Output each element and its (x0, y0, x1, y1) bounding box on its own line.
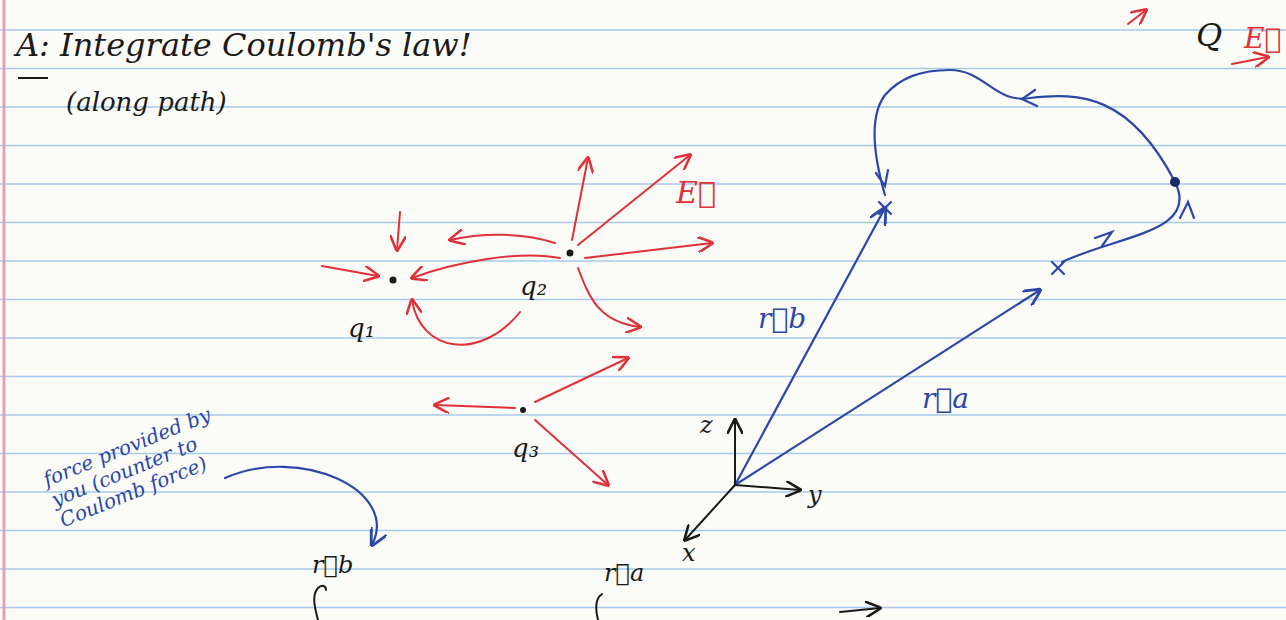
vector-label: r⃗a (922, 384, 969, 415)
limit-label: r⃗b (312, 552, 353, 578)
charge-label: q₃ (512, 434, 539, 463)
axis-label: y (808, 482, 822, 508)
ruled-line (0, 530, 1286, 531)
ruled-line (0, 337, 1286, 338)
field-label: E⃗ (1244, 24, 1281, 55)
test-charge-dot (1170, 177, 1180, 187)
bracket-mark (596, 594, 602, 620)
annotation: force provided by you (counter to Coulom… (40, 403, 232, 532)
charge-dots (390, 250, 574, 414)
path-and-vectors (225, 70, 1194, 545)
note: (along path) (66, 88, 227, 117)
ruled-line (0, 222, 1286, 223)
field-label: E⃗ (676, 176, 716, 209)
ruled-line (0, 376, 1286, 377)
ruled-line (0, 607, 1286, 608)
ruled-line (0, 145, 1286, 146)
limit-label: r⃗a (604, 560, 644, 586)
ruled-lines (0, 30, 1286, 608)
title: A: Integrate Coulomb's law! (16, 28, 472, 63)
ruled-line (0, 183, 1286, 184)
ruled-line (0, 68, 1286, 69)
ruled-line (0, 260, 1286, 261)
vector-label: r⃗b (758, 304, 806, 335)
title-underline (18, 77, 48, 79)
integral-sign (314, 586, 326, 620)
axis-label: z (700, 412, 713, 438)
field-lines (322, 10, 1268, 485)
ruled-line (0, 299, 1286, 300)
axis-label: x (682, 540, 696, 566)
ruled-line (0, 491, 1286, 492)
charge-label: q₂ (520, 272, 547, 301)
charge-label: q₁ (348, 314, 375, 343)
margin-line (3, 0, 6, 620)
coordinate-axes (314, 420, 880, 620)
charge-label: Q (1196, 18, 1222, 53)
